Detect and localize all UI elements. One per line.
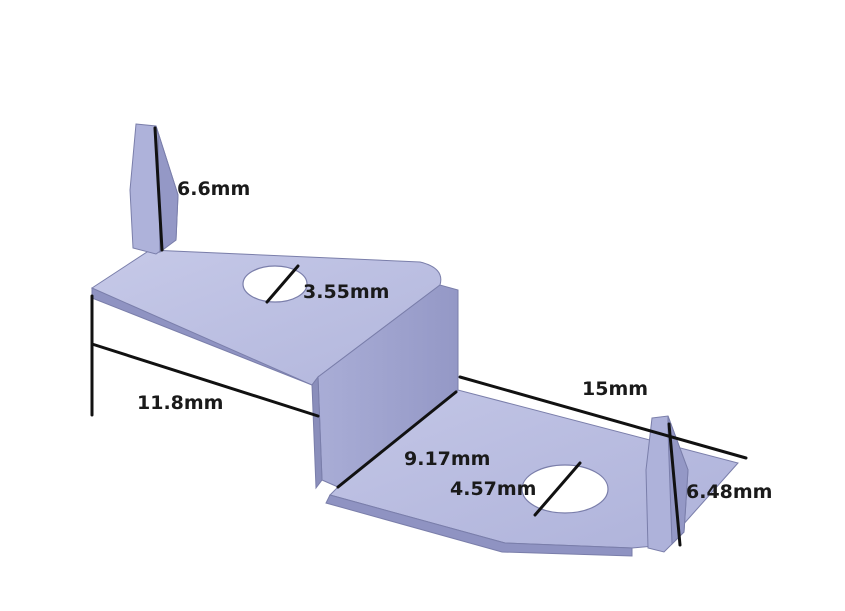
- offset-base-line: [90, 342, 320, 418]
- offset-wall-front: [311, 375, 323, 490]
- lower-hole-line: [533, 461, 582, 517]
- lower-hole-label: 4.57mm: [450, 478, 537, 500]
- right-tab-line: [667, 422, 682, 547]
- upper-hole-line: [265, 264, 300, 304]
- tab-height-line: [153, 126, 164, 252]
- overall-length-line: [458, 375, 748, 460]
- offset-height-label: 11.8mm: [137, 392, 224, 414]
- lower-flange-label: 9.17mm: [404, 448, 491, 470]
- lower-hole: [521, 464, 609, 514]
- upper-hole-label: 3.55mm: [303, 281, 390, 303]
- lower-flange-edge: [325, 494, 633, 557]
- overall-length-label: 15mm: [582, 378, 649, 400]
- right-tab-label: 6.48mm: [686, 481, 773, 503]
- upper-hole: [242, 265, 308, 303]
- tab-height-label: 6.6mm: [177, 178, 251, 200]
- lower-flange-line: [336, 390, 458, 489]
